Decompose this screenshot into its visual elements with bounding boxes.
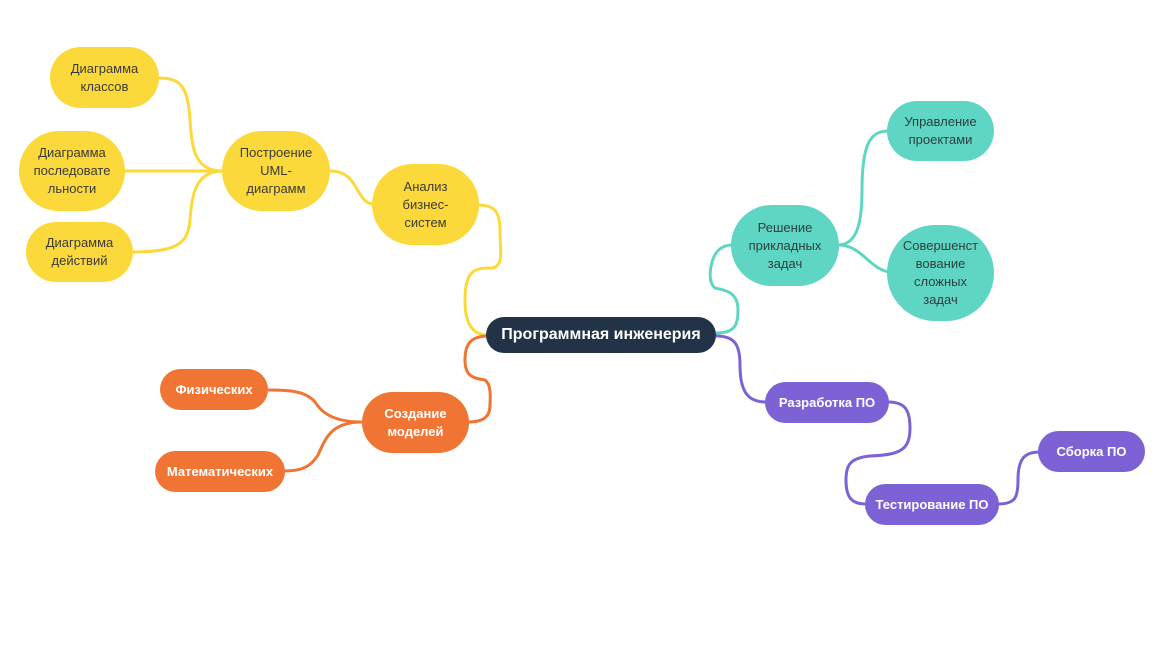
topic-sequence-diagram[interactable]: Диаграмма последовате льности [19, 131, 125, 211]
link-models-math [283, 420, 363, 473]
link-analysis-uml [329, 169, 375, 206]
link-root-models [463, 334, 492, 424]
link-tasks-management [837, 129, 890, 247]
topic-physical-models[interactable]: Физических [160, 369, 268, 410]
link-root-analysis [463, 203, 503, 337]
topic-software-testing[interactable]: Тестирование ПО [865, 484, 999, 525]
topic-project-management[interactable]: Управление проектами [887, 101, 994, 161]
link-uml-classes [157, 76, 224, 173]
link-uml-activity [131, 169, 224, 254]
topic-complex-tasks[interactable]: Совершенст вование сложных задач [887, 225, 994, 321]
topic-uml-diagrams[interactable]: Построение UML- диаграмм [222, 131, 330, 211]
link-root-development [715, 334, 767, 404]
central-topic[interactable]: Программная инженерия [486, 317, 716, 353]
topic-business-analysis[interactable]: Анализ бизнес- систем [372, 164, 479, 245]
topic-software-development[interactable]: Разработка ПО [765, 382, 889, 423]
link-root-tasks [708, 243, 740, 335]
topic-software-build[interactable]: Сборка ПО [1038, 431, 1145, 472]
link-development-testing [844, 400, 912, 506]
topic-activity-diagram[interactable]: Диаграмма действий [26, 222, 133, 282]
topic-model-creation[interactable]: Создание моделей [362, 392, 469, 453]
link-models-physical [267, 388, 363, 424]
link-testing-build [997, 450, 1041, 506]
topic-math-models[interactable]: Математических [155, 451, 285, 492]
topic-applied-tasks[interactable]: Решение прикладных задач [731, 205, 839, 286]
topic-class-diagram[interactable]: Диаграмма классов [50, 47, 159, 108]
link-tasks-improvement [837, 243, 890, 274]
